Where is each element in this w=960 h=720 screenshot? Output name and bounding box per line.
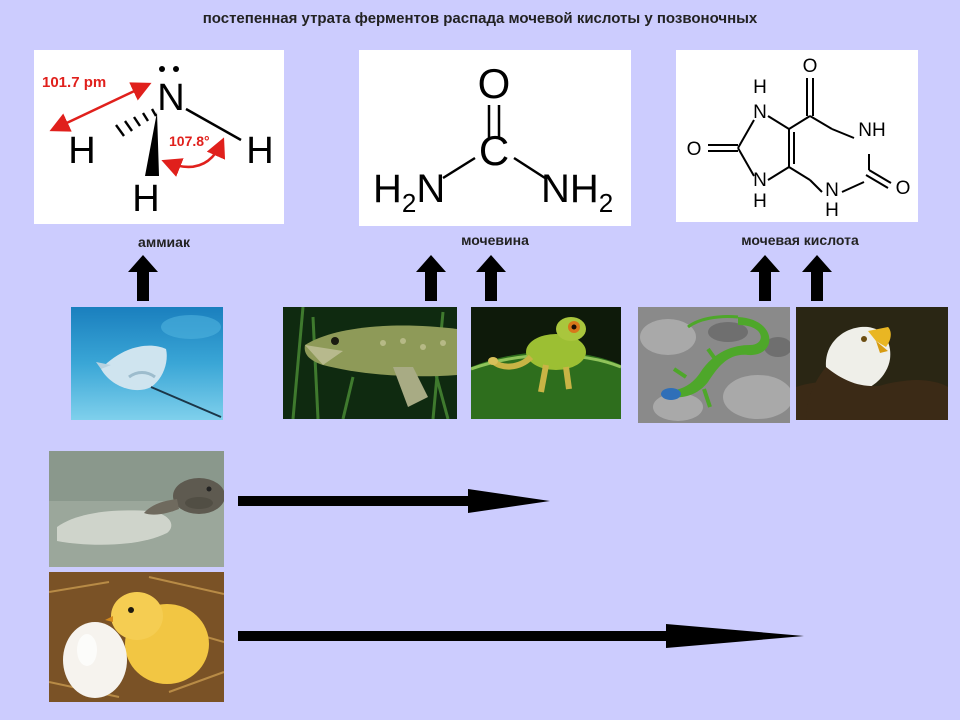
uric-acid-label: мочевая кислота: [741, 232, 859, 248]
ammonia-hydrogen-bottom: H: [132, 178, 159, 220]
bond-angle-arc: [161, 137, 226, 177]
right-arrow-icon: [238, 624, 804, 648]
wedge-bond: [145, 112, 159, 176]
frog-photo: [471, 307, 621, 419]
ammonia-label: аммиак: [138, 234, 190, 250]
uric-oxygen-right: O: [896, 178, 911, 199]
tadpole-photo: [49, 451, 224, 567]
uric-oxygen-left: O: [687, 139, 702, 160]
up-arrow-icon: [750, 255, 780, 301]
uric-oxygen-top: O: [803, 56, 818, 77]
ammonia-structure-panel: N H H H 101.7 pm 107.8°: [34, 50, 284, 224]
bond-length-label: 101.7 pm: [42, 74, 106, 91]
up-arrow-icon: [128, 255, 158, 301]
up-arrow-icon: [416, 255, 446, 301]
uric-h-bottom: H: [825, 200, 839, 221]
urea-amine-left: H2N: [373, 167, 445, 218]
uric-nh-right: NH: [858, 120, 885, 141]
right-arrow-icon: [238, 489, 550, 513]
urea-structure-panel: O C H2N NH2: [359, 50, 631, 226]
urea-structure-diagram: O C H2N NH2: [373, 60, 613, 218]
urea-label: мочевина: [461, 232, 529, 248]
uric-h-bottom-left: H: [753, 191, 767, 212]
chick-photo: [49, 572, 224, 702]
urea-carbon: C: [479, 127, 509, 174]
page-title: постепенная утрата ферментов распада моч…: [202, 10, 758, 27]
single-bond: [185, 107, 242, 142]
bond-length-arrow: [49, 82, 152, 132]
ammonia-hydrogen-left: H: [68, 130, 95, 172]
uric-n-top-left: N: [753, 102, 767, 123]
up-arrow-icon: [802, 255, 832, 301]
uric-n-bottom-left: N: [753, 170, 767, 191]
urea-oxygen: O: [478, 60, 511, 107]
uric-n-bottom: N: [825, 180, 839, 201]
eagle-photo: [796, 307, 948, 420]
uric-h-top-left: H: [753, 77, 767, 98]
ammonia-hydrogen-right: H: [246, 130, 273, 172]
ammonia-nitrogen: N: [157, 77, 184, 119]
stingray-photo: [71, 307, 223, 420]
lizard-photo: [638, 307, 790, 423]
urea-amine-right: NH2: [541, 167, 613, 218]
hashed-bond: [115, 108, 158, 137]
bond-angle-label: 107.8°: [169, 133, 210, 149]
uric-acid-structure-diagram: O NH O N H H N N H O: [687, 56, 911, 221]
uric-acid-structure-panel: O NH O N H H N N H O: [676, 50, 918, 222]
up-arrow-icon: [476, 255, 506, 301]
pike-photo: [283, 307, 457, 419]
ammonia-structure-diagram: N H H H 101.7 pm 107.8°: [42, 66, 274, 220]
